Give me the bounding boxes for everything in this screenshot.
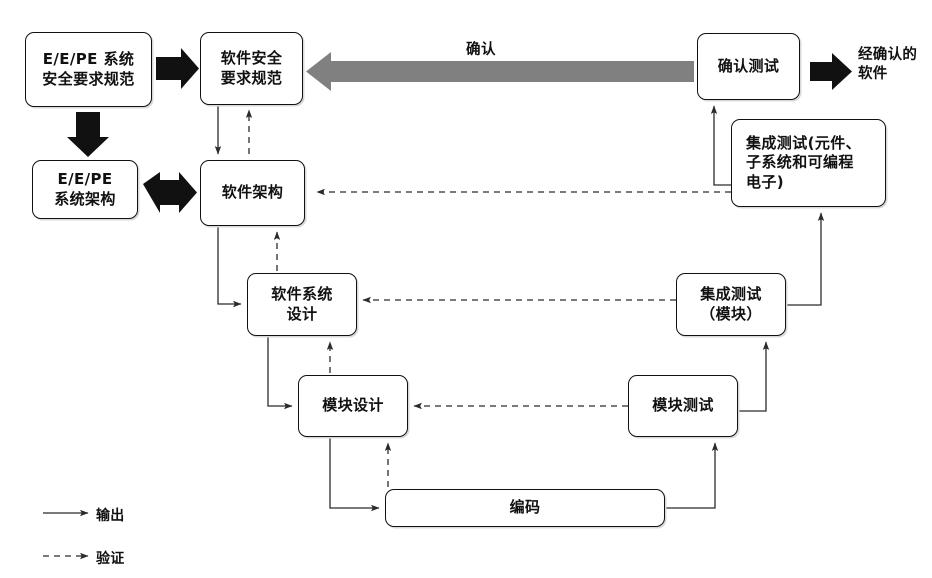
validation-test-label: 确认测试	[717, 56, 780, 75]
legend-item-output-label: 输出	[96, 508, 125, 524]
software-safety-requirements-label: 软件安全 要求规范	[220, 49, 283, 87]
block-arrow-eepe-to-software-req	[156, 48, 199, 89]
integration-test-module-label: 集成测试 （模块）	[700, 285, 762, 323]
flow-integrationtest-system-to-validationtest	[710, 105, 731, 186]
module-design-label: 模块设计	[322, 396, 384, 415]
software-architecture-label: 软件架构	[221, 183, 284, 202]
ee-pe-system-architecture-box[interactable]: E/E/PE 系统架构	[32, 160, 138, 219]
validated-software-label: 经确认的 软件	[858, 47, 918, 82]
flow-architecture-to-systemdesign	[217, 226, 242, 308]
flow-moduletest-to-integrationtest-module	[738, 341, 770, 412]
module-test-box[interactable]: 模块测试	[628, 375, 738, 437]
integration-test-system-label: 集成测试(元件、 子系统和可编程 电子)	[746, 134, 862, 191]
legend-item-verify-label: 验证	[96, 551, 125, 567]
ee-pe-safety-requirements-box[interactable]: E/E/PE 系统 安全要求规范	[25, 32, 152, 107]
ee-pe-safety-requirements-label: E/E/PE 系统 安全要求规范	[42, 50, 135, 88]
block-arrow-eepe-arch-to-software-arch	[143, 172, 197, 213]
validation-test-box[interactable]: 确认测试	[697, 33, 800, 100]
validation-arrow-label: 确认	[466, 42, 496, 58]
block-arrow-eepe-req-to-eepe-arch	[67, 112, 109, 157]
software-system-design-box[interactable]: 软件系统 设计	[247, 273, 357, 336]
integration-test-system-box[interactable]: 集成测试(元件、 子系统和可编程 电子)	[731, 119, 886, 207]
flow-systemdesign-to-moduledesign	[267, 336, 293, 410]
software-safety-requirements-box[interactable]: 软件安全 要求规范	[200, 32, 303, 105]
module-design-box[interactable]: 模块设计	[298, 375, 408, 437]
block-arrow-validation	[306, 52, 694, 91]
integration-test-module-box[interactable]: 集成测试 （模块）	[676, 273, 786, 336]
flow-integrationtest-module-to-system	[786, 212, 825, 306]
flow-coding-to-moduletest	[665, 442, 719, 509]
coding-label: 编码	[509, 498, 541, 517]
module-test-label: 模块测试	[652, 396, 714, 415]
coding-box[interactable]: 编码	[385, 489, 665, 527]
flow-moduledesign-to-coding	[329, 437, 380, 512]
software-system-design-label: 软件系统 设计	[271, 285, 333, 323]
block-arrow-to-validated-software	[810, 53, 852, 90]
ee-pe-system-architecture-label: E/E/PE 系统架构	[54, 170, 116, 208]
software-architecture-box[interactable]: 软件架构	[200, 160, 305, 226]
